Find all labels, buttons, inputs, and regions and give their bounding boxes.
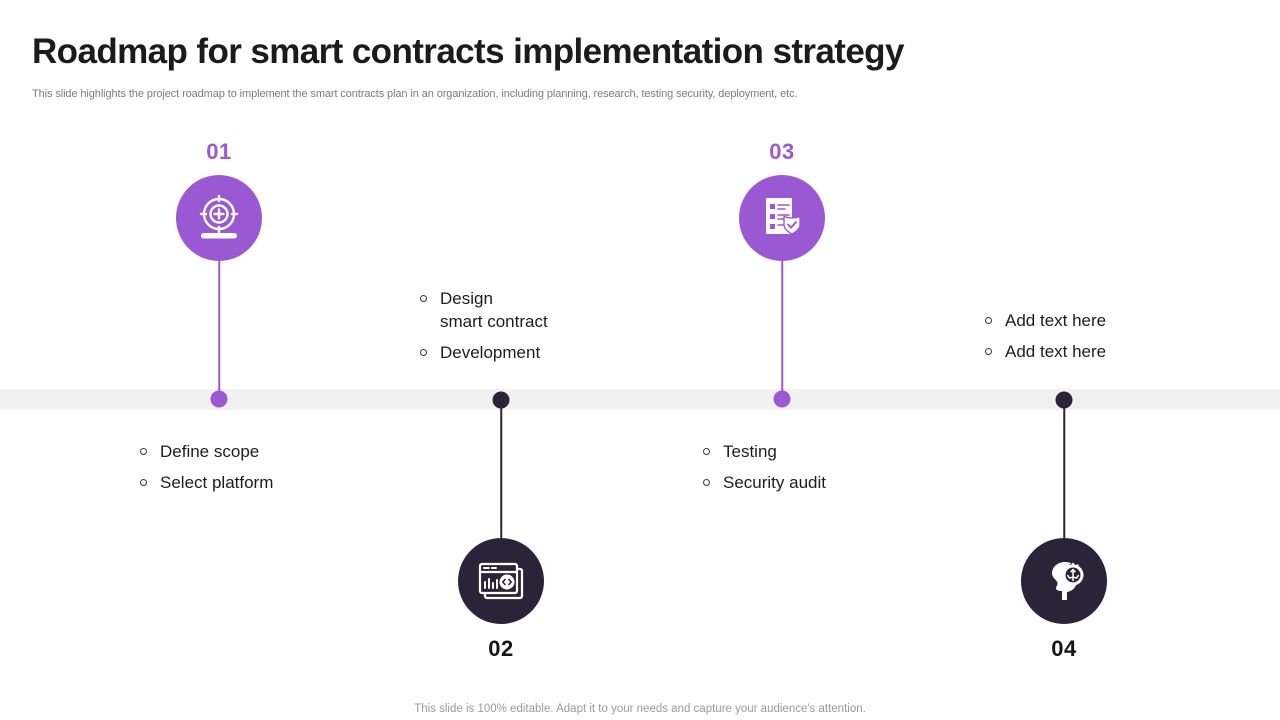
milestone-03-list: Testing Security audit [703, 440, 826, 502]
milestone-01-circle[interactable] [176, 175, 262, 261]
milestone-02-connector [500, 400, 502, 538]
list-item-label: Define scope [160, 442, 260, 461]
milestone-01-connector [218, 261, 220, 399]
page-title: Roadmap for smart contracts implementati… [32, 32, 904, 71]
milestone-04-connector [1063, 400, 1065, 538]
list-item: Define scope [140, 440, 273, 463]
list-item: Development [420, 341, 548, 364]
page-subtitle: This slide highlights the project roadma… [32, 88, 798, 100]
milestone-04-circle[interactable] [1021, 538, 1107, 624]
milestone-02: 02 [391, 0, 611, 720]
list-item-label: Select platform [160, 473, 274, 492]
list-item-label: Security audit [723, 473, 826, 492]
list-item: Security audit [703, 471, 826, 494]
code-window-icon [476, 558, 526, 604]
milestone-03-connector [781, 261, 783, 399]
milestone-01: 01 [109, 0, 329, 720]
milestone-02-list: Design smart contract Development [420, 287, 548, 372]
footer-note: This slide is 100% editable. Adapt it to… [414, 703, 866, 715]
list-item-label: Add text here [1005, 342, 1107, 361]
list-item: Select platform [140, 471, 273, 494]
milestone-03: 03 [672, 0, 892, 720]
list-item-label: Add text here [1005, 311, 1107, 330]
list-item-label-continued: smart contract [440, 312, 548, 331]
milestone-01-list: Define scope Select platform [140, 440, 273, 502]
milestone-01-dot[interactable] [210, 390, 228, 408]
checklist-shield-icon [759, 194, 805, 242]
list-item-label: Testing [723, 442, 777, 461]
list-item: Add text here [985, 340, 1106, 363]
list-item: Add text here [985, 309, 1106, 332]
list-item: Testing [703, 440, 826, 463]
milestone-03-dot[interactable] [773, 390, 791, 408]
milestone-04-number: 04 [1051, 636, 1077, 661]
target-scope-icon [195, 195, 243, 241]
list-item-label: Development [440, 343, 541, 362]
milestone-03-number: 03 [769, 139, 795, 164]
milestone-04-list: Add text here Add text here [985, 309, 1106, 371]
milestone-04: 04 [954, 0, 1174, 720]
list-item-label: Design [440, 289, 493, 308]
milestone-02-number: 02 [488, 636, 514, 661]
milestone-02-circle[interactable] [458, 538, 544, 624]
timeline-band [0, 389, 1280, 410]
list-item: Design smart contract [420, 287, 548, 333]
head-gear-icon [1040, 558, 1088, 604]
milestone-03-circle[interactable] [739, 175, 825, 261]
milestone-01-number: 01 [206, 139, 232, 164]
